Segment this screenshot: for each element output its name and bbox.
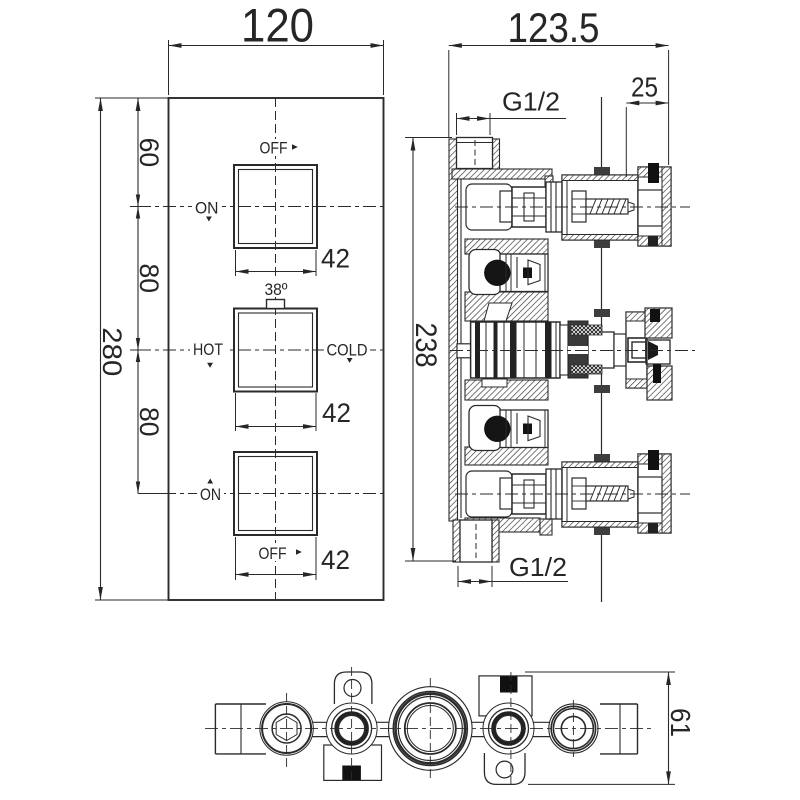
svg-text:25: 25: [631, 72, 658, 103]
svg-text:HOT: HOT: [193, 340, 223, 359]
svg-text:COLD: COLD: [327, 341, 368, 360]
svg-text:OFF: OFF: [259, 544, 287, 563]
svg-text:80: 80: [134, 264, 164, 294]
svg-text:38º: 38º: [265, 280, 288, 299]
svg-text:OFF: OFF: [260, 139, 288, 158]
svg-text:61: 61: [665, 708, 696, 737]
svg-text:280: 280: [97, 327, 127, 376]
svg-text:238: 238: [409, 323, 442, 368]
svg-text:123.5: 123.5: [508, 4, 600, 51]
svg-text:42: 42: [321, 244, 350, 274]
svg-text:42: 42: [322, 398, 351, 428]
svg-text:120: 120: [241, 0, 314, 52]
svg-text:80: 80: [134, 407, 164, 437]
svg-text:42: 42: [321, 545, 350, 575]
svg-text:G1/2: G1/2: [509, 552, 567, 582]
svg-text:G1/2: G1/2: [502, 87, 560, 117]
svg-text:ON: ON: [195, 198, 219, 217]
svg-text:60: 60: [134, 138, 164, 168]
svg-text:ON: ON: [200, 485, 221, 504]
